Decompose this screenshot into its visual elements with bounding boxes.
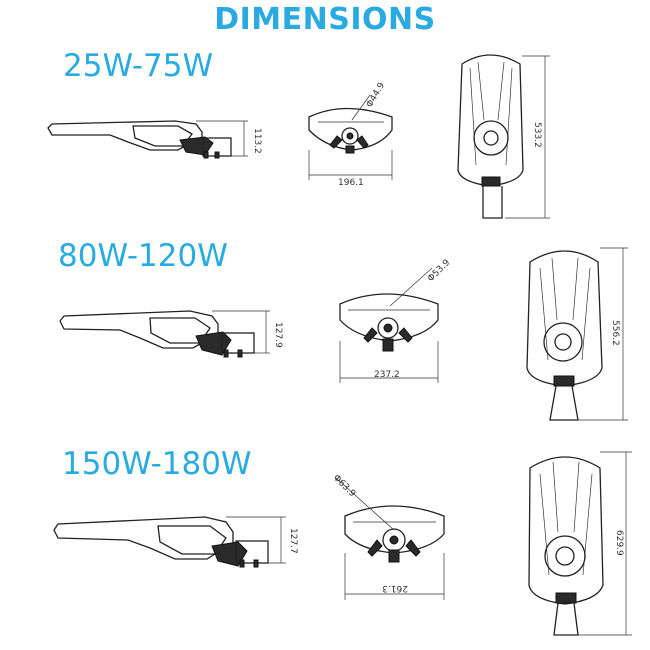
front-width-label-2: 237.2 (374, 370, 400, 380)
side-height-label-2: 127.9 (273, 322, 283, 348)
front-view-2: Φ53.9 237.2 (339, 258, 452, 383)
front-width-label-3: 261.3 (382, 583, 408, 593)
front-view-1: Φ44.9 196.1 (308, 81, 393, 188)
top-view-1: 533.2 (457, 54, 550, 219)
top-length-label-1: 533.2 (532, 122, 542, 148)
front-dia-label-3: Φ63.9 (331, 473, 357, 499)
model-label-3: 150W-180W (62, 446, 252, 482)
model-label-2: 80W-120W (58, 238, 228, 274)
top-view-2: 556.2 (526, 247, 628, 421)
front-width-label-1: 196.1 (338, 178, 364, 188)
side-height-label-3: 127.7 (288, 528, 298, 554)
side-view-3: 127.7 (53, 516, 298, 568)
side-height-label-1: 113.2 (252, 128, 262, 154)
top-view-3: 629.9 (528, 451, 632, 636)
top-length-label-3: 629.9 (614, 530, 624, 556)
side-view-1: 113.2 (47, 120, 262, 159)
front-dia-label-2: Φ53.9 (426, 258, 452, 284)
model-label-1: 25W-75W (63, 48, 214, 84)
page-title: DIMENSIONS (214, 2, 436, 37)
side-view-2: 127.9 (59, 310, 283, 358)
front-dia-label-1: Φ44.9 (365, 81, 387, 110)
front-view-3: Φ63.9 261.3 (331, 473, 445, 600)
top-length-label-2: 556.2 (610, 320, 620, 346)
